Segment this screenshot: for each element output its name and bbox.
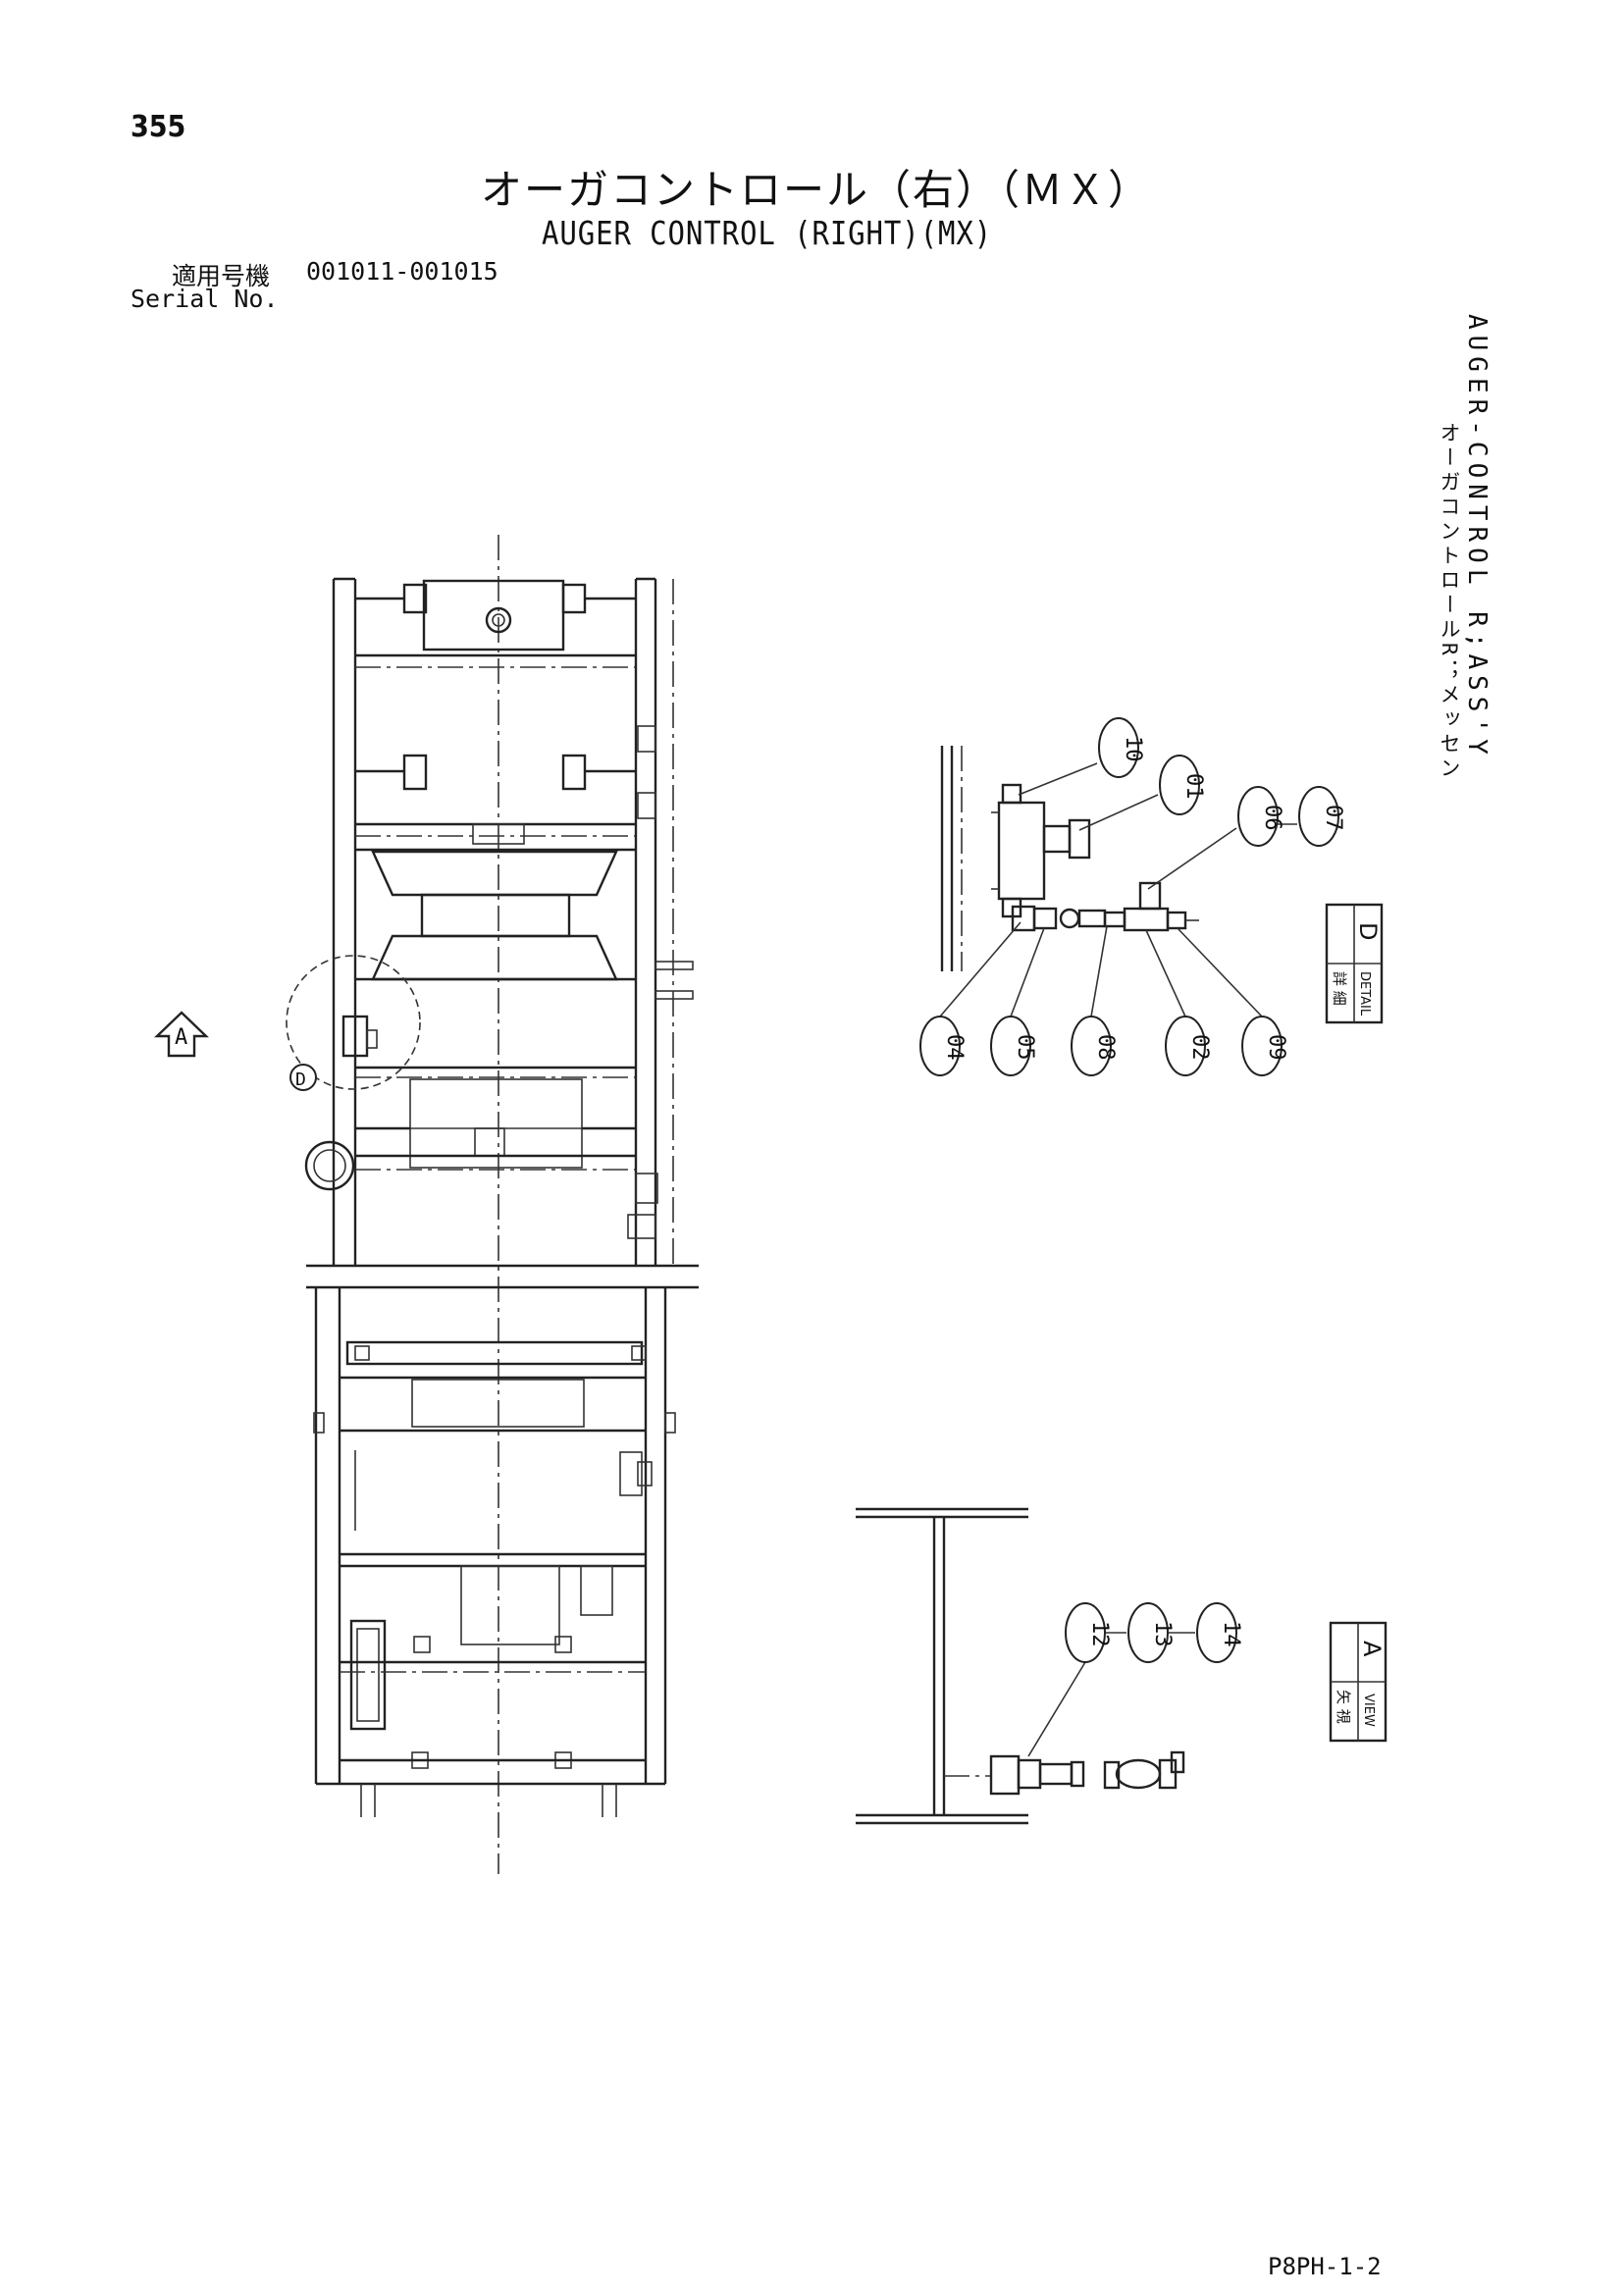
callout-label: 06 [1260, 805, 1284, 831]
title-japanese: オーガコントロール（右）（ＭＸ） [481, 166, 1152, 214]
frame-plan-view: A D [154, 535, 699, 1874]
callout-label: 05 [1013, 1034, 1037, 1061]
detail-marker-letter: D [295, 1070, 306, 1090]
view-box: 矢 視 VIEW A [1329, 1621, 1388, 1743]
detail-leaders [939, 762, 1297, 1018]
detail-box: 詳 細 DETAIL D [1325, 903, 1384, 1024]
view-a-leaders [1027, 1632, 1195, 1757]
title-english: AUGER CONTROL (RIGHT)(MX) [542, 214, 993, 252]
callout-label: 12 [1087, 1621, 1112, 1647]
callout-label: 07 [1321, 805, 1345, 831]
view-marker-letter: A [175, 1025, 187, 1050]
detail-box-letter: D [1354, 922, 1382, 940]
callout-label: 02 [1187, 1034, 1212, 1061]
page-number: 355 [131, 110, 186, 144]
callout-label: 10 [1121, 736, 1145, 762]
detail-d-assembly [940, 746, 1199, 971]
view-a-assembly [856, 1507, 1185, 1825]
detail-callouts: 10 01 06 07 04 05 08 02 09 [919, 717, 1345, 1076]
serial-range: 001011-001015 [306, 257, 498, 286]
callout-label: 13 [1150, 1621, 1175, 1647]
document-code: P8PH-1-2 [1268, 2253, 1382, 2280]
detail-box-en: DETAIL [1357, 971, 1372, 1017]
callout-label: 14 [1219, 1621, 1243, 1647]
callout-label: 09 [1264, 1034, 1288, 1061]
view-a-callouts: 12 13 14 [1065, 1602, 1243, 1663]
detail-box-ja: 詳 細 [1331, 971, 1348, 1006]
callout-label: 04 [942, 1034, 967, 1061]
side-label-english: AUGER-CONTROL R;ASS'Y [1462, 314, 1492, 760]
callout-label: 01 [1181, 773, 1206, 800]
serial-label-english: Serial No. [131, 285, 279, 313]
callout-label: 08 [1093, 1034, 1118, 1061]
view-box-letter: A [1358, 1641, 1386, 1657]
view-box-en: VIEW [1361, 1694, 1376, 1727]
serial-label-japanese: 適用号機 [172, 262, 271, 290]
side-label-japanese: オーガコントロールR；メッセン [1438, 422, 1461, 782]
view-box-ja: 矢 視 [1335, 1690, 1352, 1724]
